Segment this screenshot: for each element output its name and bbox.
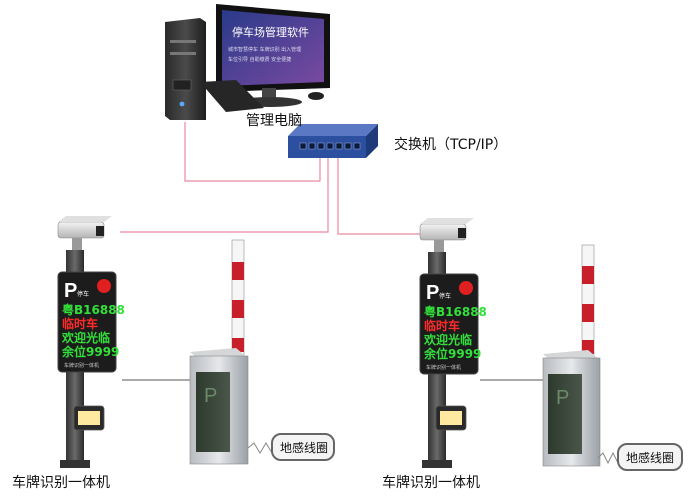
- left-display-logo: P: [64, 280, 77, 302]
- right-camera: [419, 218, 474, 256]
- left-ground-loop: 地感线圈: [247, 433, 335, 461]
- switch-port: [299, 142, 307, 150]
- left-barrier-mark: P: [204, 385, 217, 407]
- switch-port: [353, 142, 361, 150]
- left-barrier-gate: P: [189, 239, 249, 465]
- pc-screen-title: 停车场管理软件: [232, 26, 309, 39]
- right-keypad: [435, 405, 467, 431]
- right-barrier-mark: P: [556, 387, 569, 409]
- switch-to-right-unit-line: [337, 158, 420, 235]
- pc-keyboard: [200, 80, 264, 112]
- left-unit-label: 车牌识别一体机: [12, 475, 110, 491]
- pc-to-switch-line: [184, 122, 321, 182]
- right-barrier-gate: P: [542, 244, 601, 467]
- right-loop-label: 地感线圈: [626, 450, 674, 465]
- right-display-panel: P 停车 粤B16888 临时车 欢迎光临 余位9999 车牌识别一体机: [419, 273, 487, 375]
- right-display-line: 临时车: [424, 318, 460, 333]
- switch-port: [335, 142, 343, 150]
- pc-mouse: [308, 92, 324, 100]
- right-display-line: 欢迎光临: [423, 332, 472, 347]
- right-display-line: 余位9999: [423, 346, 481, 361]
- pc-monitor: [216, 4, 330, 107]
- management-pc: [165, 4, 330, 120]
- pc-label: 管理电脑: [246, 113, 302, 129]
- left-display-line: 欢迎光临: [61, 330, 110, 345]
- left-display-footer: 车牌识别一体机: [64, 362, 99, 369]
- left-lpr-unit: P 停车 粤B16888 临时车 欢迎光临 余位9999 车牌识别一体机: [57, 216, 125, 468]
- pc-tower: [165, 18, 206, 120]
- left-barrier-arm: [231, 239, 245, 356]
- network-lines: [120, 122, 420, 235]
- right-display-red-light: [459, 281, 473, 295]
- switch-port: [308, 142, 316, 150]
- switch-port: [317, 142, 325, 150]
- network-switch: [288, 124, 378, 158]
- left-display-red-light: [97, 279, 111, 293]
- right-unit-label: 车牌识别一体机: [382, 475, 480, 491]
- switch-port: [344, 142, 352, 150]
- right-display-footer: 车牌识别一体机: [426, 364, 461, 371]
- right-display-logo-sub: 停车: [439, 292, 451, 300]
- left-display-line: 粤B16888: [62, 302, 125, 317]
- left-display-line: 余位9999: [61, 344, 119, 359]
- pc-screen-line: 城市智慧停车 车牌识别 出入管理: [228, 47, 302, 53]
- switch-port: [326, 142, 334, 150]
- right-display-line: 粤B16888: [424, 304, 487, 319]
- right-ground-loop: 地感线圈: [597, 443, 683, 471]
- right-lpr-unit: P 停车 粤B16888 临时车 欢迎光临 余位9999 车牌识别一体机: [419, 218, 487, 468]
- right-display-logo: P: [426, 282, 439, 304]
- left-camera: [57, 216, 112, 254]
- left-display-panel: P 停车 粤B16888 临时车 欢迎光临 余位9999 车牌识别一体机: [57, 271, 125, 373]
- left-display-logo-sub: 停车: [77, 290, 89, 298]
- pc-screen-line: 车位引导 自助缴费 安全便捷: [228, 57, 292, 63]
- left-keypad: [73, 405, 105, 431]
- left-loop-label: 地感线圈: [280, 440, 328, 455]
- left-display-line: 临时车: [62, 316, 98, 331]
- switch-label: 交换机（TCP/IP）: [394, 137, 508, 153]
- switch-to-left-unit-line: [120, 158, 329, 233]
